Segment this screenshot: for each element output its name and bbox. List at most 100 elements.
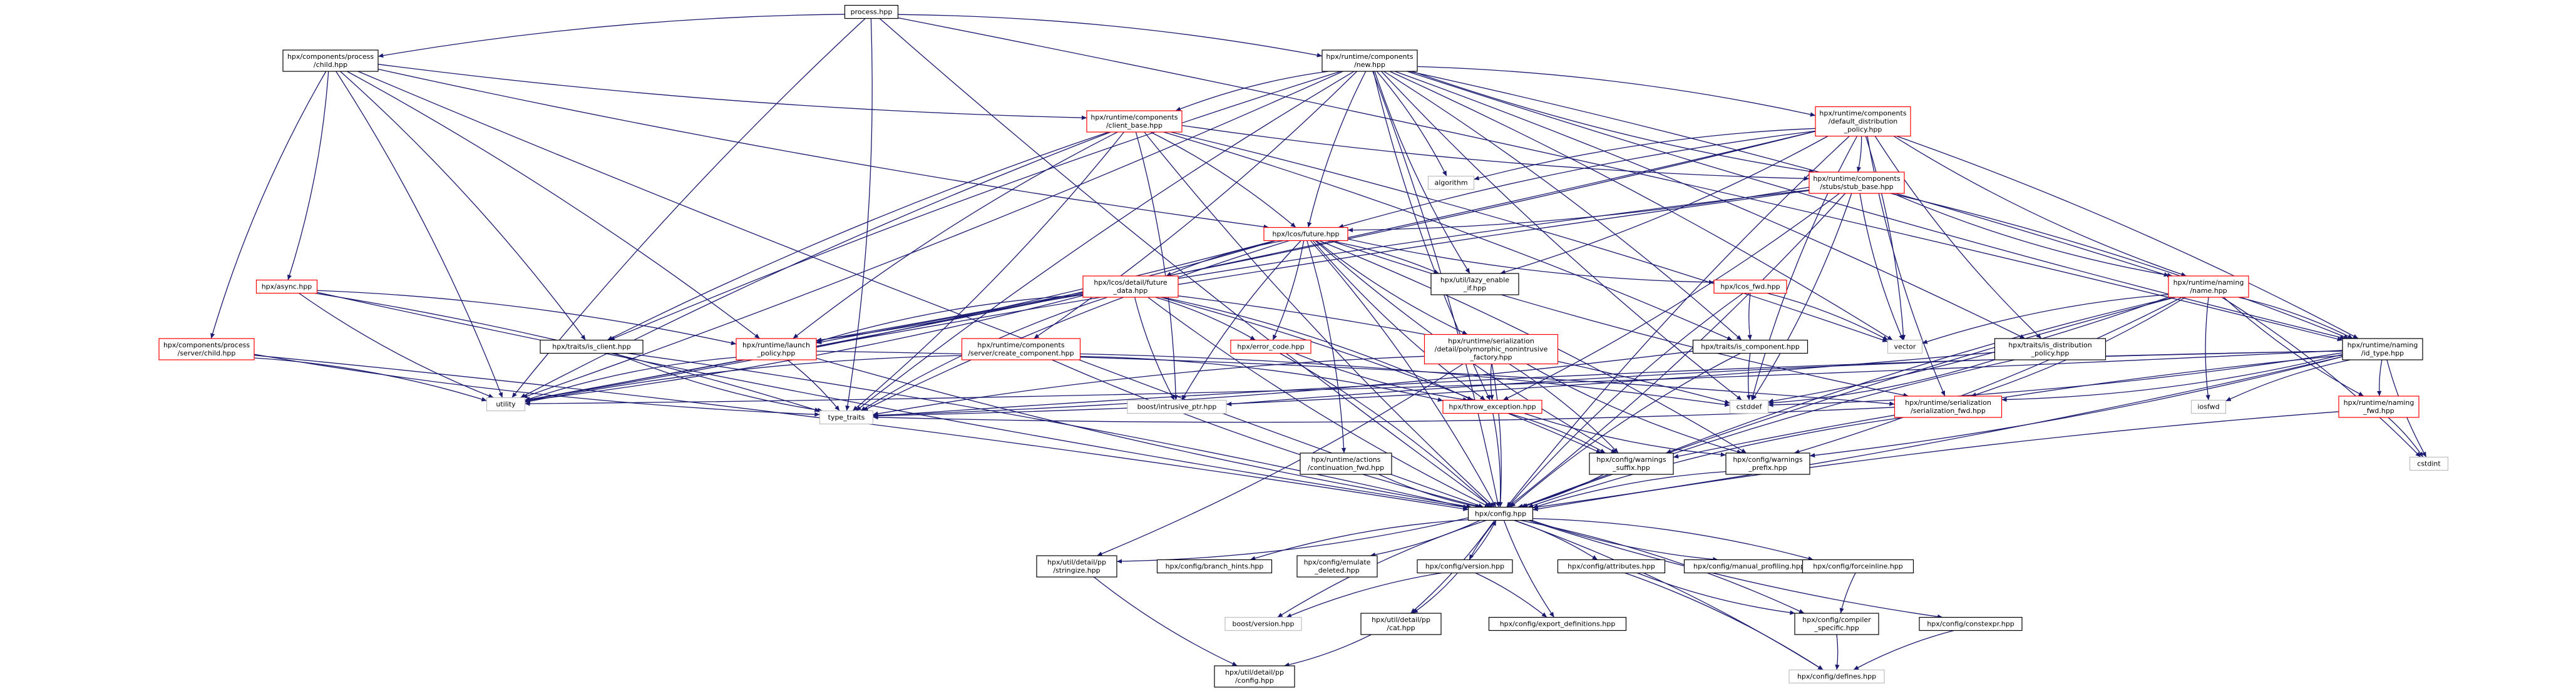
edge-naming-name-to-vector xyxy=(1922,294,2169,344)
node-stub-base[interactable]: hpx/runtime/components/stubs/stub_base.h… xyxy=(1809,171,1905,194)
node-box xyxy=(1809,171,1905,194)
node-cstdint[interactable]: cstdint xyxy=(2409,456,2449,471)
node-box xyxy=(158,338,255,360)
node-throw-exception[interactable]: hpx/throw_exception.hpp xyxy=(1442,399,1542,414)
node-box xyxy=(1224,616,1302,631)
edge-future-data-to-warnings-suffix xyxy=(1160,297,1602,454)
node-is-client[interactable]: hpx/traits/is_client.hpp xyxy=(540,339,644,354)
node-box xyxy=(1082,275,1179,298)
node-box xyxy=(1729,399,1769,414)
edge-forceinline-to-compiler-specific xyxy=(1839,573,1856,614)
edge-naming-name-to-warnings-suffix xyxy=(1666,297,2174,454)
node-new[interactable]: hpx/runtime/components/new.hpp xyxy=(1321,49,1418,72)
node-compiler-specific[interactable]: hpx/config/compiler_specific.hpp xyxy=(1794,613,1879,635)
node-cstddef[interactable]: cstddef xyxy=(1729,399,1769,414)
node-is-dist-policy[interactable]: hpx/traits/is_distribution_policy.hpp xyxy=(1994,338,2106,360)
node-config[interactable]: hpx/config.hpp xyxy=(1467,506,1534,521)
node-is-component[interactable]: hpx/traits/is_component.hpp xyxy=(1692,339,1809,354)
node-id-type[interactable]: hpx/runtime/naming/id_type.hpp xyxy=(2342,338,2423,360)
node-intrusive-ptr[interactable]: boost/intrusive_ptr.hpp xyxy=(1127,399,1227,414)
node-label: /name.hpp xyxy=(2190,287,2227,295)
node-boost-version[interactable]: boost/version.hpp xyxy=(1224,616,1302,631)
node-lazy-enable[interactable]: hpx/util/lazy_enable_if.hpp xyxy=(1430,273,1519,295)
node-branch-hints[interactable]: hpx/config/branch_hints.hpp xyxy=(1156,559,1273,574)
node-box xyxy=(1802,559,1914,574)
edge-server-child-to-config xyxy=(254,355,1469,511)
edge-compiler-specific-to-defines xyxy=(1835,634,1840,670)
node-version[interactable]: hpx/config/version.hpp xyxy=(1417,559,1513,574)
node-child[interactable]: hpx/components/process/child.hpp xyxy=(282,49,379,72)
node-naming-fwd[interactable]: hpx/runtime/naming_fwd.hpp xyxy=(2338,395,2419,418)
node-label: hpx/runtime/actions xyxy=(1311,456,1381,464)
node-default-dist[interactable]: hpx/runtime/components/default_distribut… xyxy=(1815,106,1911,137)
node-constexpr[interactable]: hpx/config/constexpr.hpp xyxy=(1919,616,2023,631)
dependency-edges xyxy=(210,14,2427,671)
node-box xyxy=(540,339,644,354)
node-box xyxy=(1036,555,1117,578)
node-label: _specific.hpp xyxy=(1814,624,1859,632)
node-iosfwd[interactable]: iosfwd xyxy=(2190,399,2227,414)
node-box xyxy=(1887,339,1923,354)
edge-future-data-to-error-code xyxy=(1155,297,1256,341)
node-create-component[interactable]: hpx/runtime/components/server/create_com… xyxy=(961,338,1081,360)
node-serialization-fwd[interactable]: hpx/runtime/serialization/serialization_… xyxy=(1894,395,2003,418)
edge-future-to-utility xyxy=(525,240,1275,402)
edge-default-dist-to-naming-name xyxy=(1893,135,2187,277)
node-attributes[interactable]: hpx/config/attributes.hpp xyxy=(1557,559,1666,574)
node-forceinline[interactable]: hpx/config/forceinline.hpp xyxy=(1802,559,1914,574)
node-polymorphic[interactable]: hpx/runtime/serialization/detail/polymor… xyxy=(1424,334,1559,365)
node-label: /child.hpp xyxy=(314,61,347,69)
node-box xyxy=(486,397,526,412)
edge-server-child-to-utility xyxy=(254,357,487,402)
node-box xyxy=(1994,338,2106,360)
edge-config-to-compiler-specific xyxy=(1520,519,1805,614)
node-algorithm[interactable]: algorithm xyxy=(1427,175,1475,190)
node-label: hpx/traits/is_component.hpp xyxy=(1701,343,1800,351)
node-label: hpx/lcos/detail/future xyxy=(1094,278,1167,287)
edge-new-to-utility xyxy=(522,71,1343,399)
node-warnings-suffix[interactable]: hpx/config/warnings_suffix.hpp xyxy=(1589,452,1674,475)
node-continuation-fwd[interactable]: hpx/runtime/actions/continuation_fwd.hpp xyxy=(1300,452,1392,475)
node-box xyxy=(736,338,817,360)
edge-future-data-to-throw-exception xyxy=(1162,297,1473,401)
node-label: _if.hpp xyxy=(1463,284,1486,292)
node-defines[interactable]: hpx/config/defines.hpp xyxy=(1788,669,1885,684)
edge-future-to-error-code xyxy=(1272,240,1305,340)
node-naming-name[interactable]: hpx/runtime/naming/name.hpp xyxy=(2168,275,2249,298)
node-emulate-deleted[interactable]: hpx/config/emulate_deleted.hpp xyxy=(1296,555,1378,578)
node-process[interactable]: process.hpp xyxy=(844,4,899,19)
node-pp-config[interactable]: hpx/util/detail/pp/config.hpp xyxy=(1214,665,1295,688)
edge-version-to-config xyxy=(1469,520,1497,560)
edge-process-to-new xyxy=(898,14,1323,58)
node-label: _policy.hpp xyxy=(2031,349,2070,357)
node-launch-policy[interactable]: hpx/runtime/launch_policy.hpp xyxy=(736,338,817,360)
node-client-base[interactable]: hpx/runtime/components/client_base.hpp xyxy=(1086,110,1183,133)
node-manual-profiling[interactable]: hpx/config/manual_profiling.hpp xyxy=(1683,559,1815,574)
node-future-data[interactable]: hpx/lcos/detail/future_data.hpp xyxy=(1082,275,1179,298)
node-stringize[interactable]: hpx/util/detail/pp/stringize.hpp xyxy=(1036,555,1117,578)
node-label: /cat.hpp xyxy=(1387,624,1415,632)
edge-is-component-to-type-traits xyxy=(873,350,1693,418)
node-lcos-fwd[interactable]: hpx/lcos_fwd.hpp xyxy=(1713,279,1787,294)
file-nodes: process.hpp hpx/components/process/child.… xyxy=(158,4,2449,688)
edge-naming-name-to-cstddef xyxy=(1768,297,2169,404)
edge-is-dist-policy-to-config xyxy=(1522,359,2015,508)
node-label: _fwd.hpp xyxy=(2363,407,2394,415)
node-warnings-prefix[interactable]: hpx/config/warnings_prefix.hpp xyxy=(1725,452,1810,475)
node-async[interactable]: hpx/async.hpp xyxy=(255,279,318,294)
node-label: hpx/runtime/serialization xyxy=(1905,399,1991,407)
node-box xyxy=(1214,665,1295,688)
node-cat[interactable]: hpx/util/detail/pp/cat.hpp xyxy=(1360,613,1442,635)
node-error-code[interactable]: hpx/error_code.hpp xyxy=(1230,339,1311,354)
node-future[interactable]: hpx/lcos/future.hpp xyxy=(1263,227,1348,242)
node-label: hpx/util/detail/pp xyxy=(1225,668,1284,676)
node-utility[interactable]: utility xyxy=(486,397,526,412)
node-vector[interactable]: vector xyxy=(1887,339,1923,354)
edge-warnings-prefix-to-config xyxy=(1532,471,1727,509)
edge-polymorphic-to-warnings-suffix xyxy=(1509,363,1619,454)
node-server-child[interactable]: hpx/components/process/server/child.hpp xyxy=(158,338,255,360)
node-label: hpx/async.hpp xyxy=(262,283,312,291)
node-export-definitions[interactable]: hpx/config/export_definitions.hpp xyxy=(1488,616,1627,631)
node-type-traits[interactable]: type_traits xyxy=(819,410,874,425)
node-label: /config.hpp xyxy=(1235,676,1274,685)
